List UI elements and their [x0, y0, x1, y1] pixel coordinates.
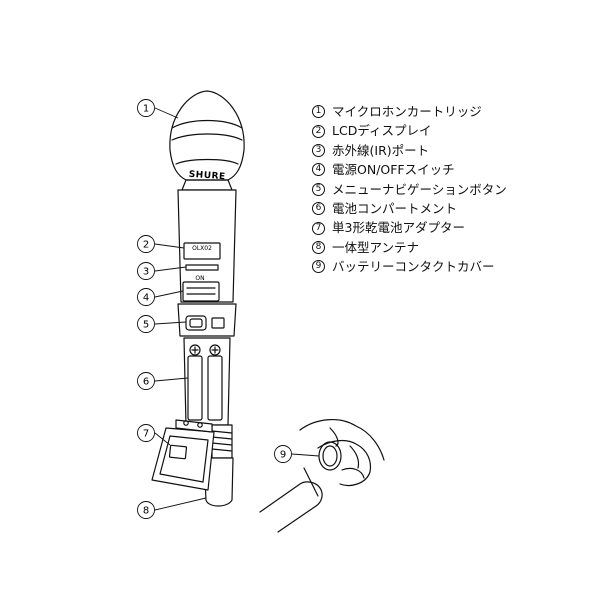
legend-label: 赤外線(IR)ポート — [332, 142, 430, 158]
callout-1: 1 — [137, 99, 155, 117]
contact-cover-inset — [259, 419, 385, 533]
callout-7: 7 — [137, 424, 155, 442]
legend-number: 1 — [312, 105, 325, 119]
cartridge-grille — [169, 90, 245, 191]
legend-item-ir-port: 3 赤外線(IR)ポート — [312, 141, 594, 160]
callout-4: 4 — [137, 288, 155, 306]
legend-label: メニューナビゲーションボタン — [332, 181, 507, 197]
legend-number: 4 — [312, 163, 325, 177]
legend-item-aa-adapter: 7 単3形乾電池アダプター — [312, 218, 594, 237]
svg-text:2: 2 — [143, 240, 149, 251]
callout-8: 8 — [137, 501, 155, 519]
svg-text:3: 3 — [143, 267, 149, 278]
callout-3: 3 — [137, 262, 155, 280]
handle-body — [177, 189, 237, 303]
legend-label: バッテリーコンタクトカバー — [332, 259, 495, 275]
legend-number: 7 — [312, 221, 325, 235]
legend-label: 一体型アンテナ — [332, 239, 420, 255]
svg-text:7: 7 — [143, 429, 149, 440]
legend-number: 8 — [312, 240, 325, 254]
callout-markers: 1 2 3 4 5 6 7 8 — [137, 99, 292, 519]
legend-item-power-switch: 4 電源ON/OFFスイッチ — [312, 160, 594, 179]
callout-9: 9 — [274, 445, 292, 463]
legend-number: 9 — [312, 260, 325, 274]
legend-label: 電源ON/OFFスイッチ — [332, 162, 455, 178]
legend-number: 5 — [312, 182, 325, 196]
legend-item-menu-buttons: 5 メニューナビゲーションボタン — [312, 180, 594, 199]
legend-item-lcd: 2 LCDディスプレイ — [312, 121, 594, 140]
svg-text:1: 1 — [143, 104, 149, 115]
svg-text:9: 9 — [280, 450, 286, 461]
callout-5: 5 — [137, 315, 155, 333]
legend-number: 6 — [312, 202, 325, 216]
legend-label: 電池コンパートメント — [332, 200, 458, 216]
legend-label: マイクロホンカートリッジ — [332, 104, 482, 119]
antenna-tail — [203, 457, 234, 507]
legend-label: LCDディスプレイ — [332, 123, 432, 139]
legend-item-antenna: 8 一体型アンテナ — [312, 238, 594, 257]
legend-item-battery-compartment: 6 電池コンパートメント — [312, 199, 594, 218]
callout-2: 2 — [137, 235, 155, 253]
svg-text:8: 8 — [143, 506, 149, 517]
svg-text:5: 5 — [143, 320, 149, 331]
legend-item-contact-cover: 9 バッテリーコンタクトカバー — [312, 257, 594, 276]
svg-text:4: 4 — [143, 293, 149, 304]
parts-legend: 1 マイクロホンカートリッジ 2 LCDディスプレイ 3 赤外線(IR)ポート 4 電源… — [312, 102, 594, 277]
legend-number: 3 — [312, 143, 325, 157]
threaded-neck — [211, 424, 233, 459]
switch-label: ON — [195, 275, 204, 282]
legend-label: 単3形乾電池アダプター — [332, 220, 465, 236]
battery-adapter — [151, 419, 215, 491]
leader-lines — [154, 107, 320, 511]
battery-compartment — [183, 337, 231, 434]
callout-6: 6 — [137, 372, 155, 390]
menu-buttons — [177, 303, 237, 337]
brand-logo: SHURE — [188, 170, 226, 183]
legend-number: 2 — [312, 124, 325, 138]
svg-text:6: 6 — [143, 377, 149, 388]
model-label: OLX02 — [192, 245, 212, 252]
legend-item-cartridge: 1 マイクロホンカートリッジ — [312, 102, 594, 121]
